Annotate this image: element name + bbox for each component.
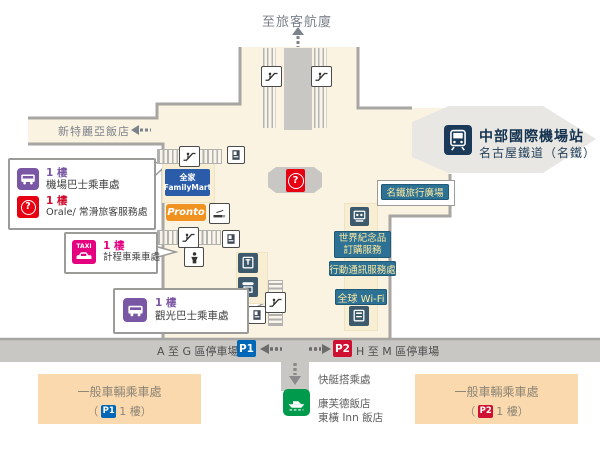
escalator-band bbox=[268, 311, 283, 326]
question-mark: ? bbox=[20, 199, 36, 215]
general-parking-box-left: 一般車輛乘車處 （ P1 1 樓） bbox=[38, 374, 201, 424]
arrow-up-icon bbox=[292, 27, 304, 47]
wifi-label: 全球 Wi-Fi bbox=[335, 289, 387, 305]
orale-service-label: Orale/ 常滑旅客服務處 bbox=[46, 207, 148, 218]
ticket-machine-icon bbox=[238, 253, 258, 273]
boat-label: 快艇搭乘處 bbox=[318, 374, 371, 386]
taxi-icon: TAXI bbox=[72, 240, 96, 264]
smoking-area-icon bbox=[209, 203, 230, 224]
station-name: 中部國際機場站 bbox=[479, 129, 584, 145]
escalator-icon bbox=[179, 146, 200, 167]
railway-name: 名古屋鐵道（名鐵） bbox=[479, 146, 597, 160]
ticket-machine-icon bbox=[350, 207, 369, 226]
callout-tour-bus: 1 樓 觀光巴士乘車處 bbox=[113, 288, 249, 334]
road-band bbox=[0, 339, 600, 362]
arrow-down-icon bbox=[289, 363, 301, 385]
vending-machine-icon bbox=[222, 230, 240, 248]
escalator-icon bbox=[265, 292, 286, 313]
mobile-service-label: 行動通訊服務處 bbox=[329, 261, 396, 276]
airport-bus-label: 機場巴士乘車處 bbox=[46, 179, 120, 191]
travel-plaza-label: 名鐵旅行廣場 bbox=[381, 184, 449, 200]
ticket-machine-icon bbox=[349, 306, 369, 326]
moving-walkway-right bbox=[314, 48, 327, 128]
hotel-name: 東橫 Inn 飯店 bbox=[318, 412, 384, 424]
parking-ag-label: A 至 G 區停車場 bbox=[157, 345, 239, 358]
terminal-direction-label: 至旅客航廈 bbox=[262, 15, 333, 30]
bus-icon bbox=[17, 168, 39, 190]
train-icon bbox=[444, 125, 472, 155]
floor-label: 1 樓 bbox=[46, 167, 68, 179]
escalator-icon bbox=[261, 66, 282, 87]
information-icon: ? bbox=[17, 196, 39, 218]
arrow-right-icon bbox=[309, 344, 331, 354]
corridor-path bbox=[284, 48, 312, 130]
question-mark: ? bbox=[287, 172, 304, 189]
callout-taxi: TAXI 1 樓 計程車乘車處 bbox=[64, 232, 161, 274]
arrow-left-icon bbox=[131, 125, 151, 135]
moving-walkway-left bbox=[263, 48, 276, 128]
hotel-name: 康芙德飯店 bbox=[318, 398, 371, 410]
arrow-left-icon bbox=[260, 344, 282, 354]
escalator-band bbox=[197, 149, 222, 164]
taxi-badge: TAXI bbox=[76, 242, 92, 250]
taxi-label: 計程車乘車處 bbox=[103, 252, 161, 263]
souvenir-service-label: 世界紀念品 訂購服務 bbox=[334, 231, 391, 258]
information-icon: ? bbox=[286, 169, 305, 192]
floor-label: 1 樓 bbox=[46, 195, 68, 207]
p1-badge: P1 bbox=[101, 404, 117, 418]
bus-icon bbox=[123, 298, 147, 322]
vending-machine-icon bbox=[227, 146, 245, 164]
escalator-icon bbox=[178, 227, 199, 248]
tour-bus-label: 觀光巴士乘車處 bbox=[155, 310, 229, 322]
p1-badge: P1 bbox=[237, 340, 256, 357]
p2-badge: P2 bbox=[333, 340, 352, 357]
hotel-link-label: 新特麗亞飯店 bbox=[58, 125, 130, 138]
callout-airport-bus-orale: 1 樓 機場巴士乘車處 ? 1 樓 Orale/ 常滑旅客服務處 bbox=[8, 158, 156, 230]
parking-hm-label: H 至 M 區停車場 bbox=[356, 345, 440, 358]
escalator-icon bbox=[311, 66, 332, 87]
p2-badge: P2 bbox=[478, 404, 494, 418]
boat-icon bbox=[283, 389, 310, 416]
escalator-band bbox=[196, 230, 221, 245]
pronto-sign: Pronto bbox=[166, 204, 206, 221]
familymart-sign: 全家 FamilyMart bbox=[164, 169, 211, 196]
rail-banner bbox=[412, 106, 596, 173]
floor-label: 1 樓 bbox=[103, 240, 125, 252]
general-parking-title: 一般車輛乘車處 bbox=[454, 385, 539, 399]
general-parking-title: 一般車輛乘車處 bbox=[77, 385, 162, 399]
floor-label: 1 樓 bbox=[155, 297, 177, 309]
person-icon bbox=[184, 247, 204, 267]
vending-machine-icon bbox=[248, 306, 266, 324]
general-parking-box-right: 一般車輛乘車處 （ P2 1 樓） bbox=[415, 374, 578, 424]
